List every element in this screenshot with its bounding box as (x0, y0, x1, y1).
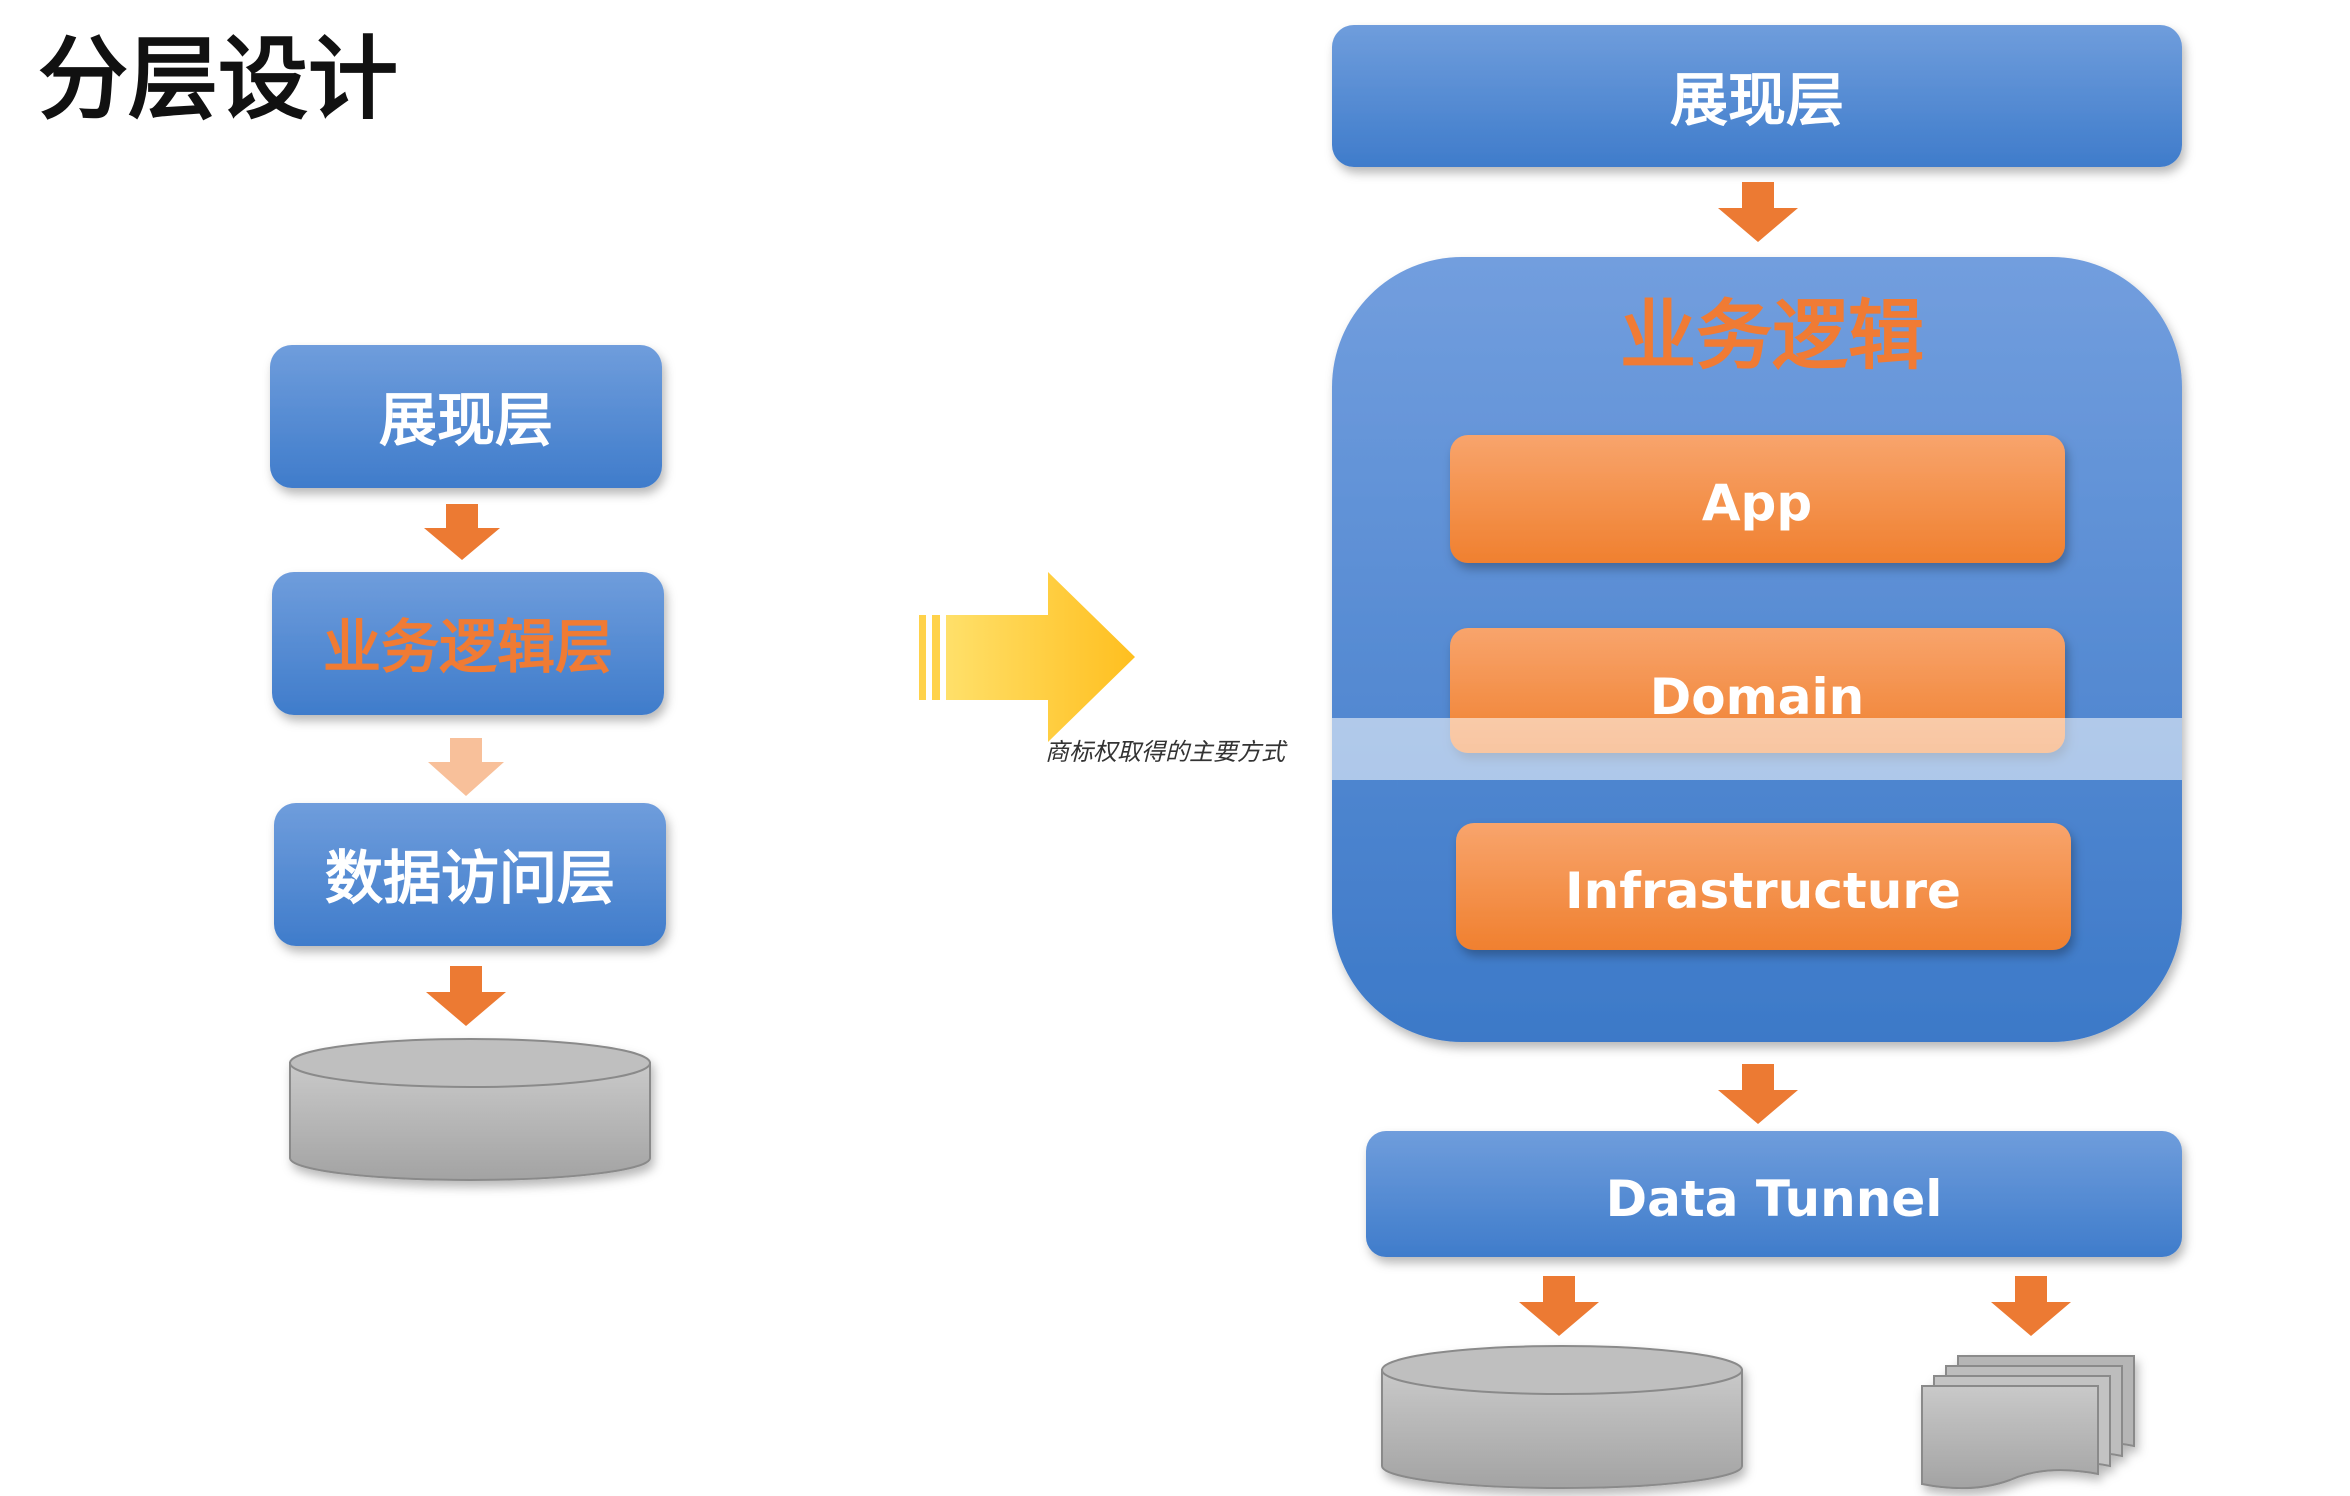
left-presentation-box: 展现层 (270, 345, 662, 488)
down-arrow-icon (1991, 1276, 2071, 1336)
app-box: App (1450, 435, 2065, 563)
down-arrow-icon (424, 504, 500, 560)
page-title: 分层设计 (38, 27, 398, 132)
left-business-box: 业务逻辑层 (272, 572, 664, 715)
overlay-note: 商标权取得的主要方式 (1045, 738, 1288, 766)
business-logic-group-label: 业务逻辑 (1620, 291, 1924, 380)
documents-icon (1921, 1355, 2135, 1490)
database-icon (289, 1038, 651, 1181)
left-data-access-label: 数据访问层 (325, 844, 615, 912)
domain-label: Domain (1650, 668, 1864, 726)
down-arrow-icon (426, 966, 506, 1026)
database-icon (1381, 1345, 1743, 1489)
data-tunnel-box: Data Tunnel (1366, 1131, 2182, 1257)
left-data-access-box: 数据访问层 (274, 803, 666, 946)
left-business-label: 业务逻辑层 (323, 613, 613, 681)
right-presentation-label: 展现层 (1670, 66, 1844, 134)
infrastructure-box: Infrastructure (1456, 823, 2071, 950)
down-arrow-icon (1519, 1276, 1599, 1336)
transition-arrow-icon (919, 572, 1135, 742)
infrastructure-label: Infrastructure (1565, 862, 1961, 920)
down-arrow-icon (1718, 1064, 1798, 1124)
overlay-strip (1332, 718, 2182, 780)
faded-down-arrow-icon (428, 738, 504, 796)
down-arrow-icon (1718, 182, 1798, 242)
left-presentation-label: 展现层 (379, 386, 553, 454)
right-presentation-box: 展现层 (1332, 25, 2182, 167)
app-label: App (1702, 474, 1812, 532)
data-tunnel-label: Data Tunnel (1606, 1170, 1943, 1228)
